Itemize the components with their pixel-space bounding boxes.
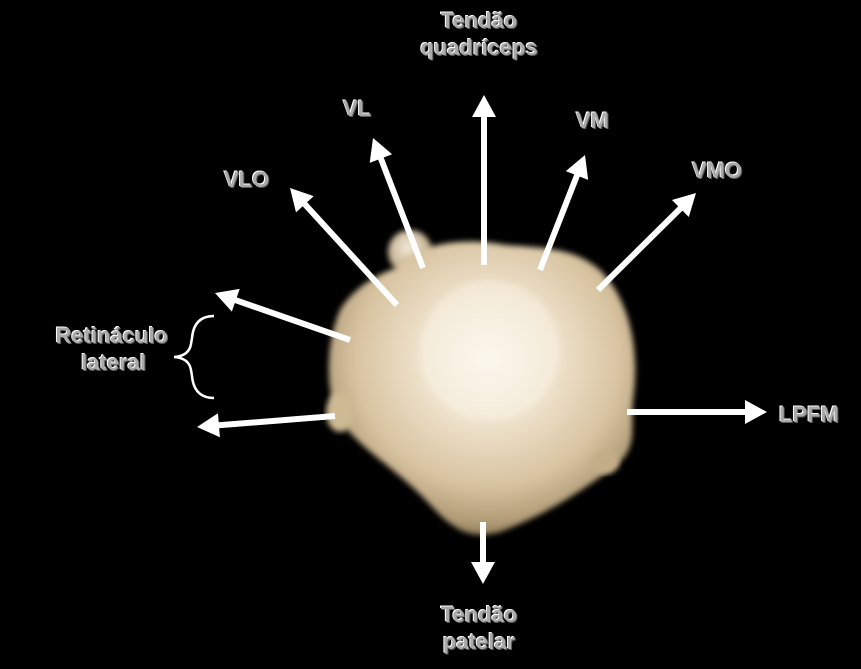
label-lateral-retinaculum-line1: Retináculo bbox=[18, 322, 168, 349]
arrow-vlo bbox=[290, 188, 397, 305]
arrow-lateral-retinaculum-upper bbox=[215, 289, 350, 340]
label-patellar-tendon-line2: patelar bbox=[404, 628, 554, 655]
arrow-lateral-retinaculum-lower-head bbox=[197, 413, 220, 437]
label-lpfm: LPFM bbox=[779, 401, 839, 428]
arrow-vmo bbox=[598, 193, 696, 290]
label-quadriceps-tendon: Tendão quadríceps bbox=[404, 7, 554, 61]
label-vmo: VMO bbox=[692, 157, 742, 184]
label-patellar-tendon: Tendão patelar bbox=[404, 601, 554, 655]
arrow-lateral-retinaculum-lower bbox=[197, 413, 335, 437]
arrow-quadriceps-tendon-head bbox=[472, 95, 496, 117]
label-vm: VM bbox=[576, 107, 609, 134]
label-patellar-tendon-line1: Tendão bbox=[404, 601, 554, 628]
label-quadriceps-tendon-line1: Tendão bbox=[404, 7, 554, 34]
retinaculum-brace bbox=[174, 316, 214, 398]
label-lateral-retinaculum-line2: lateral bbox=[18, 349, 168, 376]
label-quadriceps-tendon-line2: quadríceps bbox=[404, 34, 554, 61]
arrow-lateral-retinaculum-lower-shaft bbox=[217, 416, 335, 425]
arrow-lpfm bbox=[627, 400, 767, 424]
label-vlo: VLO bbox=[224, 166, 269, 193]
label-lateral-retinaculum: Retináculo lateral bbox=[18, 322, 168, 376]
arrow-lpfm-head bbox=[745, 400, 767, 424]
arrow-vmo-shaft bbox=[598, 207, 682, 290]
arrow-patellar-tendon-head bbox=[471, 562, 495, 584]
arrow-quadriceps-tendon bbox=[472, 95, 496, 265]
label-vl: VL bbox=[343, 95, 371, 122]
arrow-vlo-shaft bbox=[303, 203, 397, 305]
arrow-lateral-retinaculum-upper-shaft bbox=[234, 300, 350, 340]
